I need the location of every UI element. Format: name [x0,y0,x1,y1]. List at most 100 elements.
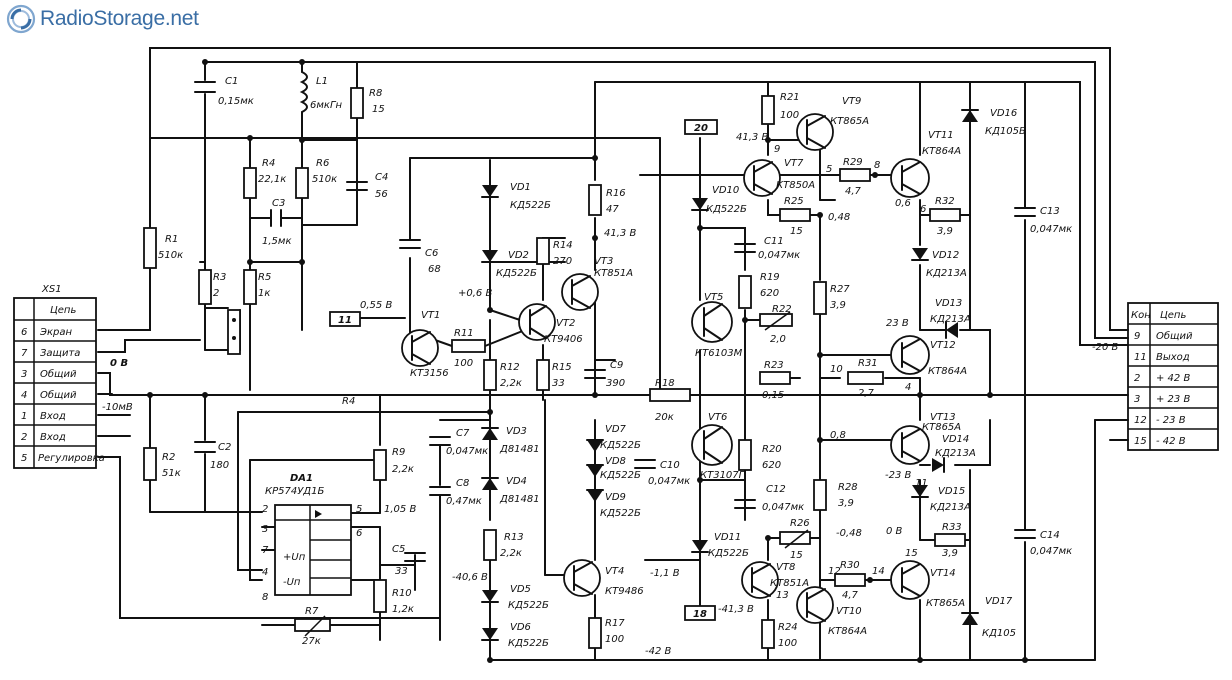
svg-text:23 В: 23 В [886,318,909,329]
svg-text:R31: R31 [858,358,878,369]
svg-text:КТ9406: КТ9406 [544,334,583,345]
junctions [147,59,1028,663]
svg-text:R2: R2 [162,452,175,463]
svg-text:КТ864А: КТ864А [828,626,867,637]
capacitor-c6 [399,239,421,249]
opamp-da1-part: КР574УД1Б [265,486,324,497]
terminal-11: 11 [338,315,352,326]
diode-vd11 [691,540,709,553]
svg-text:VT4: VT4 [605,566,624,577]
svg-text:510к: 510к [312,174,337,185]
svg-text:0,047мк: 0,047мк [1030,546,1072,557]
svg-text:VD1: VD1 [510,182,531,193]
svg-text:14: 14 [872,566,885,577]
svg-text:15: 15 [905,548,918,559]
resistor-r19 [738,275,752,309]
svg-text:47: 47 [606,204,619,215]
svg-text:R14: R14 [553,240,573,251]
svg-text:100: 100 [454,358,473,369]
svg-text:9: 9 [1134,331,1140,342]
resistor-r11 [451,339,486,353]
svg-text:VT5: VT5 [704,292,723,303]
svg-text:8: 8 [262,592,268,603]
capacitor-c14 [1014,529,1036,539]
svg-text:КТ851А: КТ851А [594,268,633,279]
connector-output-header: Цепь [1160,310,1186,321]
connector-xs1-ref: XS1 [41,284,62,295]
svg-text:КТ850А: КТ850А [776,180,815,191]
svg-text:VD17: VD17 [985,596,1013,607]
component-labels: C1 0,15мк L1 6мкГн R8 15 R4 22,1к R6 510… [158,76,1072,649]
diode-vd7 [586,439,604,452]
svg-text:1к: 1к [258,288,270,299]
svg-text:VD5: VD5 [510,584,531,595]
svg-text:C6: C6 [425,248,438,259]
svg-text:1,05 В: 1,05 В [384,504,416,515]
svg-text:R9: R9 [392,447,405,458]
svg-text:КД522Б: КД522Б [508,600,549,611]
svg-text:C11: C11 [764,236,784,247]
svg-text:R18: R18 [655,378,675,389]
transistor-vt1 [401,329,439,367]
resistor-r5 [243,269,257,305]
capacitor-c4 [346,181,368,191]
resistor-r7 [294,618,331,632]
connector-output-row: 11 Выход [1134,352,1190,363]
svg-text:1,5мк: 1,5мк [262,236,292,247]
diode-vd12 [911,248,929,261]
svg-text:100: 100 [605,634,624,645]
svg-text:C5: C5 [392,544,405,555]
svg-text:2,0: 2,0 [770,334,786,345]
svg-text:VT14: VT14 [930,568,956,579]
svg-text:R12: R12 [500,362,520,373]
capacitor-c3 [270,209,282,227]
svg-text:R26: R26 [790,518,810,529]
connector-output: Кон Цепь 9 Общий 11 Выход 2 + 42 В 3 + 2… [1127,302,1219,451]
connector-xs1-row: 6 Экран [21,327,72,338]
trimmer-p1 [227,309,241,355]
resistor-r32 [929,208,961,222]
svg-text:2: 2 [1134,373,1140,384]
svg-text:0,047мк: 0,047мк [762,502,804,513]
svg-text:VD6: VD6 [510,622,531,633]
svg-text:R15: R15 [552,362,572,373]
svg-text:0,047мк: 0,047мк [758,250,800,261]
connector-xs1-row: 7 Защита [21,348,80,359]
resistor-r6 [295,167,309,199]
resistor-r3 [198,269,212,305]
svg-text:VT7: VT7 [784,158,804,169]
svg-text:1: 1 [21,411,27,422]
connector-output-row: 9 Общий [1134,330,1193,342]
svg-text:C7: C7 [456,428,470,439]
capacitor-c13 [1014,207,1036,217]
svg-text:15: 15 [790,550,803,561]
resistor-r1 [143,227,157,269]
svg-text:-10мВ: -10мВ [102,402,133,413]
svg-text:Вход: Вход [40,411,66,422]
resistor-r24 [761,619,775,649]
svg-text:0,8: 0,8 [830,430,846,441]
diode-vd13 [945,321,958,339]
connector-xs1-row: 4 Общий [21,389,77,401]
resistor-r26 [779,531,811,545]
svg-text:L1: L1 [316,76,328,87]
svg-text:R1: R1 [165,234,178,245]
svg-text:R25: R25 [784,196,804,207]
svg-text:4: 4 [21,390,27,401]
svg-text:КТ865А: КТ865А [922,422,961,433]
diode-vd17 [961,612,979,625]
svg-text:КТ3156: КТ3156 [410,368,449,379]
svg-text:C1: C1 [225,76,238,87]
svg-text:C13: C13 [1040,206,1060,217]
capacitor-c8 [429,486,451,496]
svg-text:VT13: VT13 [930,412,956,423]
svg-text:R32: R32 [935,196,955,207]
capacitor-c9 [584,369,606,379]
transistor-vt3 [561,273,599,311]
svg-text:R20: R20 [762,444,782,455]
svg-text:C8: C8 [456,478,469,489]
resistor-r16 [588,184,602,216]
svg-text:C12: C12 [766,484,786,495]
svg-text:C14: C14 [1040,530,1060,541]
svg-text:7: 7 [262,545,269,556]
